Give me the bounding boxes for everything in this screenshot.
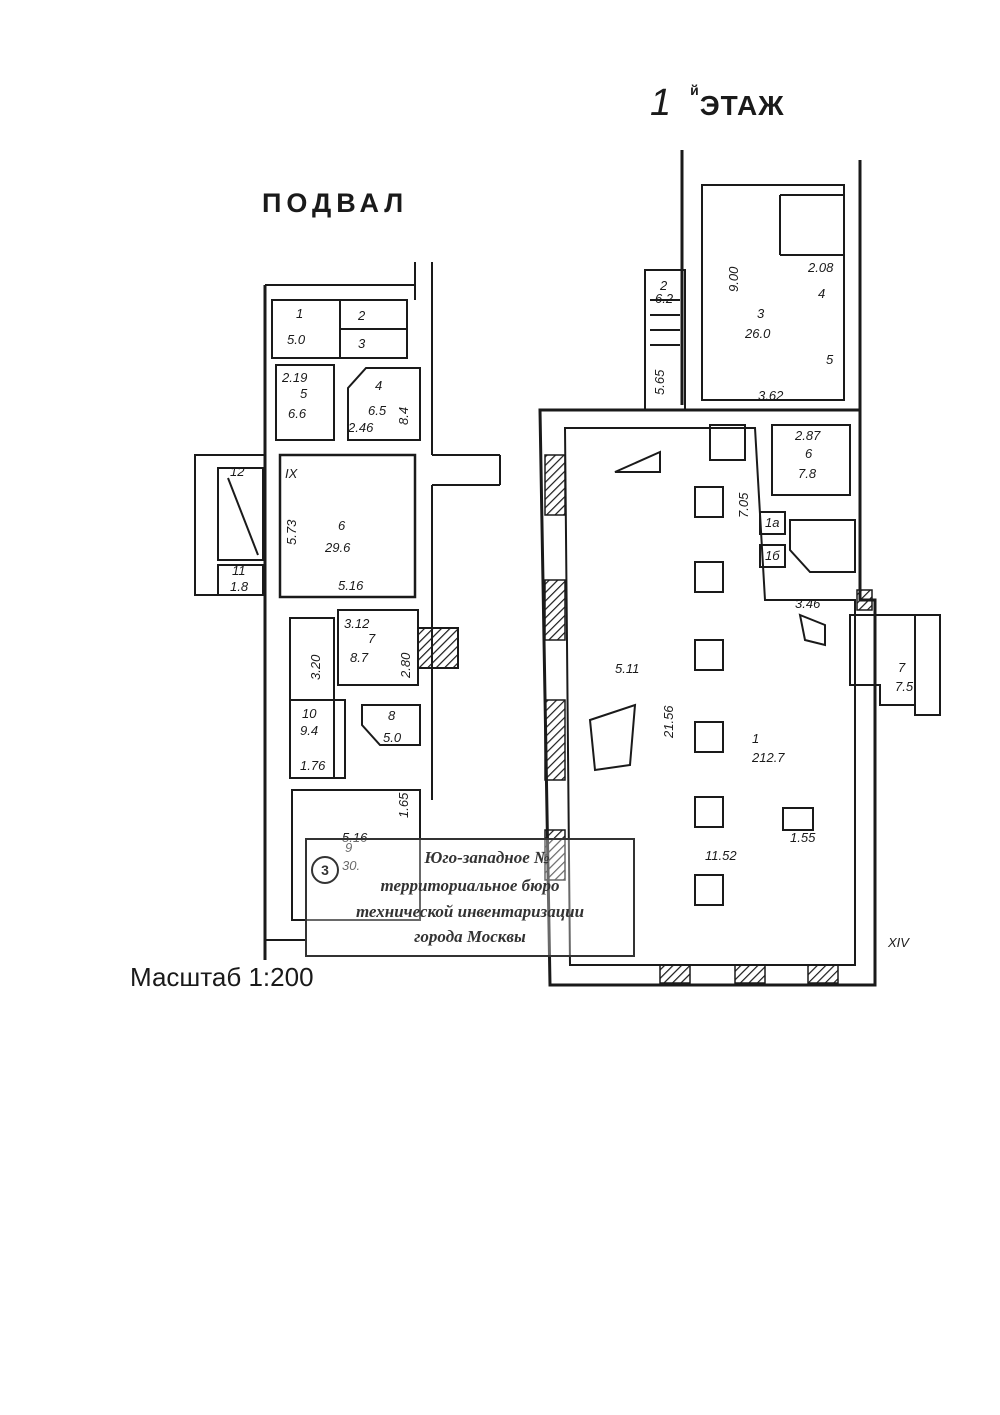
bti-stamp: 3 Юго-западное № территориальное бюро те… [305, 838, 635, 957]
floor-room-6-area: 7.8 [798, 466, 817, 481]
floor-title: 1 йЭТАЖ [650, 82, 785, 125]
basement-room-6-area: 29.6 [324, 540, 351, 555]
first-floor-plan [538, 150, 941, 987]
basement-room-11-area: 1.8 [230, 579, 249, 594]
floor-room-1a-num: 1а [765, 515, 779, 530]
basement-dim-10: 1.65 [396, 792, 411, 818]
basement-dim-9: 1.76 [300, 758, 326, 773]
basement-room-7-area: 8.7 [350, 650, 369, 665]
basement-room-2-num: 2 [357, 308, 366, 323]
floor-room-1-num: 1 [752, 731, 759, 746]
basement-dim-12: IX [285, 466, 299, 481]
basement-room-5-area: 6.6 [288, 406, 307, 421]
floor-dim-2: 2.08 [807, 260, 834, 275]
stamp-badge: 3 [311, 856, 339, 884]
stamp-line-3: технической инвентаризации [355, 902, 585, 921]
floor-room-2-area: 6.2 [655, 291, 674, 306]
basement-dim-2: 2.46 [347, 420, 374, 435]
basement-room-6-num: 6 [338, 518, 346, 533]
basement-dim-5: 5.16 [338, 578, 364, 593]
basement-room-7-num: 7 [368, 631, 376, 646]
floor-room-5-num: 5 [826, 352, 834, 367]
basement-dim-1: 2.19 [281, 370, 307, 385]
floor-dim-9: 11.52 [705, 848, 737, 863]
floor-dim-5: 7.05 [736, 492, 751, 518]
basement-room-12-num: 12 [230, 464, 245, 479]
floor-room-3-num: 3 [757, 306, 765, 321]
basement-room-1-num: 1 [296, 306, 303, 321]
floor-dim-8: 21.56 [661, 705, 676, 739]
floor-dim-12: XIV [887, 935, 910, 950]
basement-room-1-area: 5.0 [287, 332, 306, 347]
floor-dim-6: 3.46 [795, 596, 821, 611]
basement-title: ПОДВАЛ [262, 188, 409, 218]
basement-dim-4: 5.73 [284, 519, 299, 545]
floor-room-7-area: 7.5 [895, 679, 914, 694]
scale-label: Масштаб 1:200 [130, 962, 314, 992]
floor-suffix: й [690, 82, 700, 98]
floor-number: 1 [650, 82, 673, 124]
basement-dim-6: 3.12 [344, 616, 370, 631]
basement-room-8-area: 5.0 [383, 730, 402, 745]
floor-room-1-area: 212.7 [751, 750, 785, 765]
floor-room-4-num: 4 [818, 286, 825, 301]
floor-room-7-num: 7 [898, 660, 906, 675]
basement-plan [194, 262, 501, 960]
basement-room-9-num: 9 [345, 840, 352, 855]
floor-room-1b-num: 1б [765, 548, 780, 563]
basement-room-11-num: 11 [232, 563, 246, 578]
floor-label: ЭТАЖ [699, 90, 785, 121]
basement-room-4-area: 6.5 [368, 403, 387, 418]
floor-dim-1: 9.00 [726, 266, 741, 292]
basement-room-9-area: 30. [342, 858, 360, 873]
floor-dim-11: 5.65 [652, 369, 667, 395]
basement-dim-8: 3.20 [308, 654, 323, 680]
stamp-line-2: территориальное бюро [380, 876, 560, 895]
basement-room-8-num: 8 [388, 708, 396, 723]
floor-room-2-num: 2 [659, 278, 668, 293]
floor-room-3-area: 26.0 [744, 326, 771, 341]
stamp-line-4: города Москвы [414, 927, 526, 946]
basement-room-3-num: 3 [358, 336, 366, 351]
stamp-line-1: Юго-западное № [424, 848, 550, 867]
floor-dim-3: 3.62 [758, 388, 784, 403]
floor-dim-4: 2.87 [794, 428, 821, 443]
basement-dim-3: 8.4 [396, 407, 411, 425]
basement-room-4-num: 4 [375, 378, 382, 393]
basement-dim-11: 5.16 [342, 830, 368, 845]
basement-room-10-area: 9.4 [300, 723, 318, 738]
basement-room-10-num: 10 [302, 706, 317, 721]
floor-dim-10: 1.55 [790, 830, 816, 845]
basement-room-5-num: 5 [300, 386, 308, 401]
basement-dim-7: 2.80 [398, 652, 413, 679]
floor-room-6-num: 6 [805, 446, 813, 461]
floor-dim-7: 5.11 [615, 661, 639, 676]
